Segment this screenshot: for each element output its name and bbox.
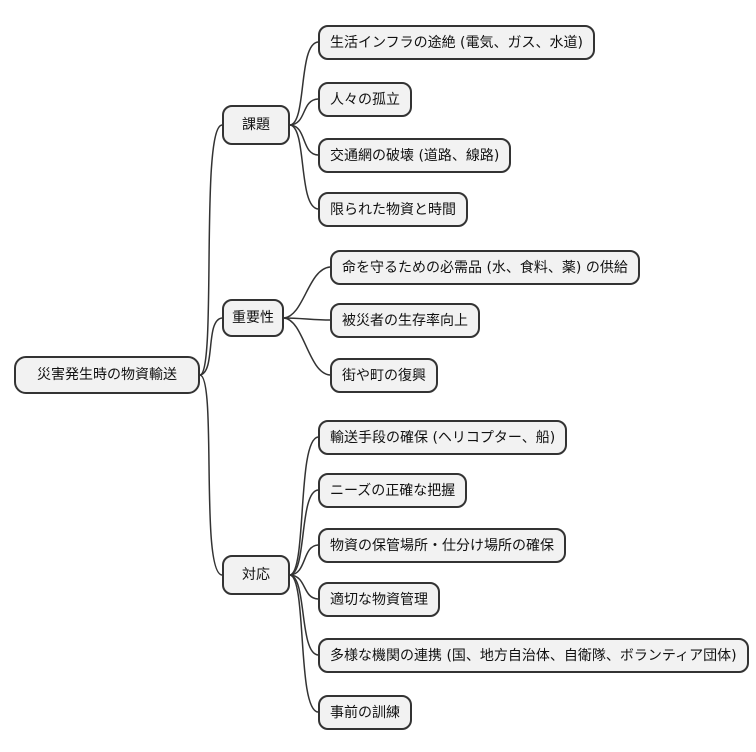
leaf-transport-means: 輸送手段の確保 (ヘリコプター、船) [318,420,568,455]
edge-importance-2 [283,317,331,321]
edge-response-6 [289,574,319,713]
leaf-transport-network-destruction: 交通網の破壊 (道路、線路) [318,138,512,173]
edge-response-3 [289,544,319,576]
edge-response-2 [289,489,319,576]
edge-root-importance [199,317,223,376]
branch-importance: 重要性 [222,299,284,337]
edge-importance-1 [283,266,331,319]
leaf-advance-training: 事前の訓練 [318,695,412,730]
edge-challenges-1 [289,41,319,126]
edge-challenges-4 [289,124,319,210]
leaf-people-isolation: 人々の孤立 [318,82,412,117]
leaf-storage-sorting-sites: 物資の保管場所・仕分け場所の確保 [318,528,566,563]
branch-challenges: 課題 [222,105,290,145]
leaf-agency-cooperation: 多様な機関の連携 (国、地方自治体、自衛隊、ボランティア団体) [318,638,749,673]
leaf-town-reconstruction: 街や町の復興 [330,358,438,393]
edge-challenges-3 [289,124,319,156]
edge-importance-3 [283,317,331,376]
edge-challenges-2 [289,98,319,126]
leaf-needs-assessment: ニーズの正確な把握 [318,473,468,508]
edge-response-4 [289,574,319,600]
edge-response-5 [289,574,319,656]
branch-response: 対応 [222,555,290,595]
leaf-limited-supplies-time: 限られた物資と時間 [318,192,468,227]
leaf-life-necessities-supply: 命を守るための必需品 (水、食料、薬) の供給 [330,250,640,285]
leaf-supply-management: 適切な物資管理 [318,582,440,617]
edge-root-response [199,374,223,576]
node-root: 災害発生時の物資輸送 [14,356,200,394]
edge-response-1 [289,436,319,576]
leaf-infrastructure-disruption: 生活インフラの途絶 (電気、ガス、水道) [318,25,595,60]
leaf-survival-rate: 被災者の生存率向上 [330,303,480,338]
edge-root-challenges [199,124,223,376]
